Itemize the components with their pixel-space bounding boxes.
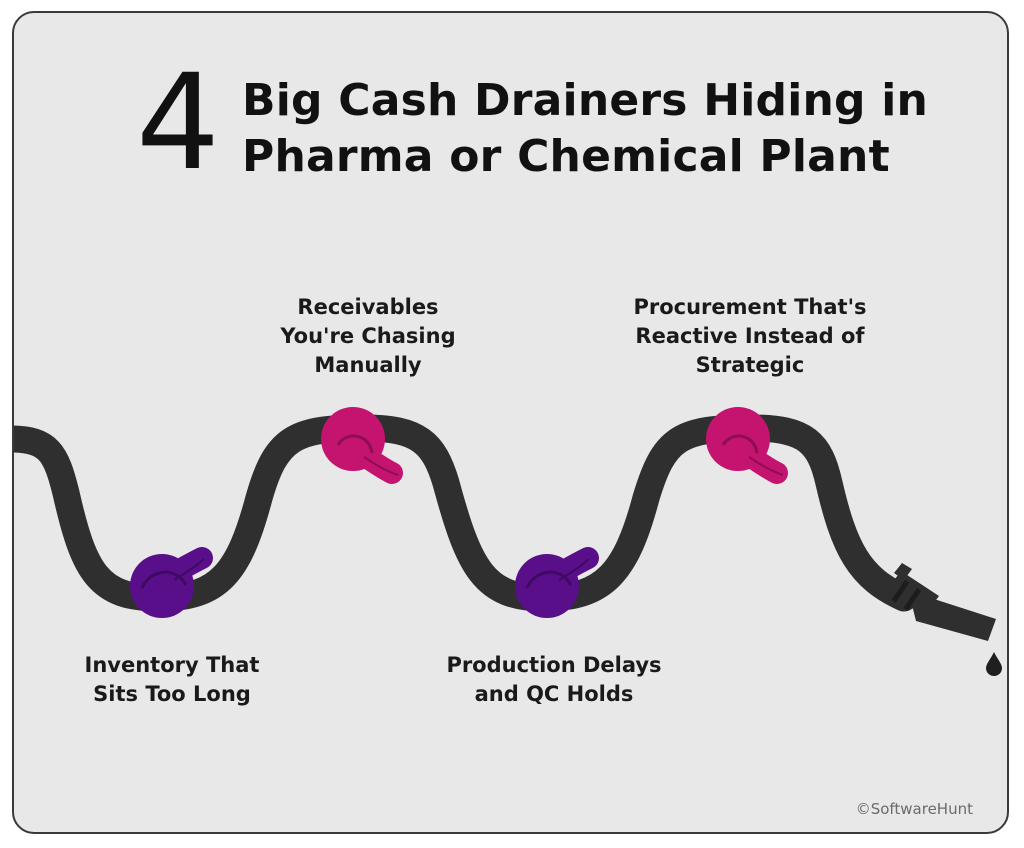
knot-2-icon (321, 407, 403, 484)
hose-nozzle-icon (886, 563, 996, 641)
drainer-label-1: Inventory That Sits Too Long (84, 653, 260, 706)
knot-1-icon (130, 547, 213, 618)
drainer-label-2: Receivables You're Chasing Manually (280, 295, 456, 377)
water-drop-icon (986, 652, 1002, 676)
title-number: 4 (136, 46, 220, 200)
title-line-2: Pharma or Chemical Plant (242, 131, 890, 182)
page-title: Big Cash Drainers Hiding in Pharma or Ch… (242, 73, 928, 185)
title-line-1: Big Cash Drainers Hiding in (242, 75, 929, 126)
knot-4-icon (706, 407, 788, 484)
knot-3-icon (515, 547, 599, 618)
drainer-label-4: Procurement That's Reactive Instead of S… (633, 295, 867, 377)
infographic-card: 4 Big Cash Drainers Hiding in Pharma or … (12, 11, 1009, 834)
hose-body (14, 414, 918, 612)
drainer-label-3: Production Delays and QC Holds (446, 653, 662, 706)
hose-illustration (14, 407, 1002, 676)
credit-text: ©SoftwareHunt (855, 800, 973, 818)
